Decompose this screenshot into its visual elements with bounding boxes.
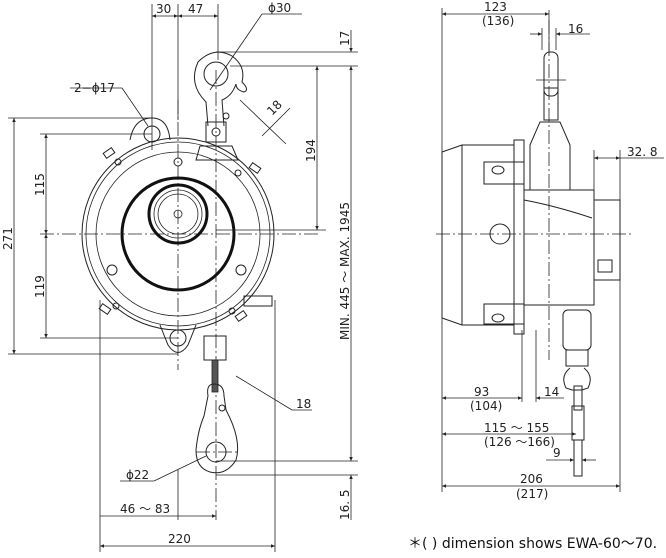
top-hook-eye bbox=[203, 61, 229, 87]
dim-17: 17 bbox=[338, 31, 352, 46]
bottom-ear bbox=[483, 303, 525, 325]
dim-115-155: 115 ～ 155 bbox=[484, 421, 549, 435]
dim-93-alt: (104) bbox=[470, 399, 502, 413]
dim-16-5: 16. 5 bbox=[338, 489, 352, 520]
bottom-hook-pin bbox=[218, 404, 226, 412]
bottom-ear-hole bbox=[491, 313, 505, 323]
spring-case bbox=[524, 189, 595, 306]
body-inner bbox=[95, 151, 261, 317]
rivet-bl bbox=[112, 302, 120, 310]
dim-119: 119 bbox=[33, 275, 47, 298]
dim-2phi17: 2−ϕ17 bbox=[74, 81, 115, 95]
gauge-outer bbox=[147, 183, 209, 245]
gauge-knob bbox=[173, 209, 183, 219]
top-collar bbox=[195, 145, 239, 161]
cable-outlet bbox=[203, 335, 227, 361]
dim-126-166: (126 ～166) bbox=[484, 435, 555, 449]
dim-30: 30 bbox=[156, 2, 171, 16]
dim-line-18-bottom bbox=[235, 375, 293, 411]
side-view: 123 (136) 16 32. 8 93 (104) 14 115 ～ 155… bbox=[436, 0, 664, 501]
bolt-right bbox=[235, 264, 247, 276]
side-bolt bbox=[489, 223, 511, 245]
dim-206-alt: (217) bbox=[516, 487, 548, 501]
body-outer bbox=[81, 137, 275, 331]
side-swivel bbox=[543, 87, 559, 121]
leader-phi30 bbox=[209, 13, 263, 91]
side-hook-top bbox=[543, 51, 559, 97]
dim-phi22: ϕ22 bbox=[126, 468, 149, 482]
dim-194: 194 bbox=[304, 139, 318, 162]
wire-rope bbox=[211, 359, 219, 393]
dim-206: 206 bbox=[520, 472, 543, 486]
footnote: ＊( ) dimension shows EWA-60～70. bbox=[408, 536, 658, 552]
dim-220: 220 bbox=[168, 532, 191, 546]
side-bracket bbox=[243, 295, 273, 307]
mounting-plate bbox=[513, 139, 525, 335]
side-cable-outlet bbox=[562, 309, 592, 351]
bottom-hook bbox=[195, 383, 239, 474]
dim-ext-18-top bbox=[261, 107, 291, 137]
tab-tr bbox=[248, 161, 262, 175]
bolt-left bbox=[106, 264, 118, 276]
dim-14: 14 bbox=[544, 385, 559, 399]
body-rim bbox=[85, 141, 271, 327]
side-nut bbox=[597, 259, 613, 273]
top-hook bbox=[193, 51, 248, 127]
dim-line-18-top bbox=[239, 99, 287, 145]
top-swivel-hole bbox=[211, 127, 221, 137]
top-ear bbox=[483, 161, 525, 185]
drum-ring bbox=[120, 176, 236, 292]
leader-2phi17 bbox=[121, 87, 149, 127]
case-taper bbox=[523, 199, 593, 219]
dim-123-alt: (136) bbox=[482, 14, 514, 28]
side-rod bbox=[573, 385, 583, 411]
dim-16: 16 bbox=[568, 22, 583, 36]
top-ear-hole bbox=[491, 165, 505, 175]
tab-bl bbox=[98, 302, 112, 316]
dim-46-83: 46 ～ 83 bbox=[120, 502, 170, 516]
dim-115: 115 bbox=[33, 173, 47, 196]
rivet-tl bbox=[114, 158, 122, 166]
top-hook-pin bbox=[222, 112, 230, 120]
side-thimble bbox=[563, 367, 591, 391]
bolt-top bbox=[173, 157, 183, 167]
leader-phi22 bbox=[153, 455, 207, 482]
top-neck bbox=[529, 121, 571, 191]
side-hook-shank bbox=[573, 439, 583, 477]
rivet-tr bbox=[234, 169, 242, 177]
dim-93: 93 bbox=[474, 385, 489, 399]
side-outlet-collar bbox=[565, 349, 589, 367]
mount-ear-bottom bbox=[159, 324, 197, 353]
gauge-scale bbox=[157, 193, 199, 235]
gauge-face bbox=[153, 189, 203, 239]
tab-tl bbox=[102, 146, 116, 160]
dim-123: 123 bbox=[484, 0, 507, 14]
dim-stroke-range: MIN. 445 ～ MAX. 1945 bbox=[338, 202, 352, 340]
dim-18-top: 18 bbox=[264, 97, 285, 118]
mount-ear-top bbox=[129, 117, 171, 141]
top-swivel bbox=[205, 121, 227, 143]
side-clamp bbox=[571, 405, 585, 441]
dim-271: 271 bbox=[1, 227, 15, 250]
tab-br bbox=[234, 309, 248, 323]
dim-32-8: 32. 8 bbox=[627, 145, 658, 159]
front-view: 30 47 ϕ30 18 2−ϕ17 271 115 119 194 17 MI… bbox=[1, 1, 358, 552]
dim-9: 9 bbox=[553, 446, 561, 460]
dim-phi30: ϕ30 bbox=[268, 1, 291, 15]
dim-18-bottom: 18 bbox=[296, 397, 311, 411]
dim-47: 47 bbox=[188, 2, 203, 16]
rivet-br bbox=[228, 307, 236, 315]
